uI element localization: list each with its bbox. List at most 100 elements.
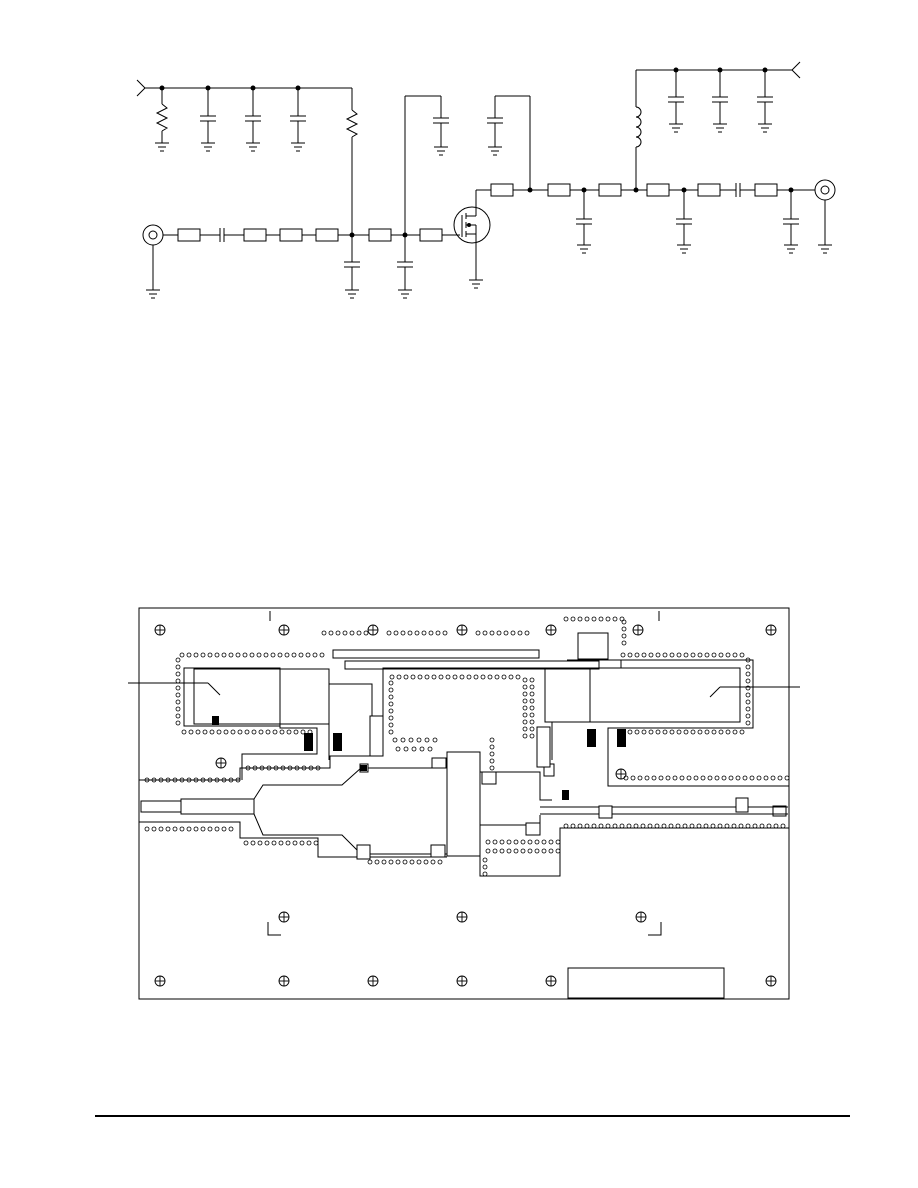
via-hole [489, 744, 495, 750]
via-hole [714, 775, 720, 781]
via-hole [529, 684, 535, 690]
via-hole [506, 839, 512, 845]
via-hole [416, 737, 422, 743]
via-hole [200, 777, 206, 783]
via-hole [363, 630, 369, 636]
via-hole [510, 630, 516, 636]
via-hole [725, 652, 731, 658]
via-hole [517, 630, 523, 636]
via-hole [473, 674, 479, 680]
mounting-hole-icon [278, 975, 290, 987]
via-hole [393, 630, 399, 636]
via-hole [637, 775, 643, 781]
via-hole [711, 729, 717, 735]
via-hole [626, 823, 632, 829]
via-hole [527, 839, 533, 845]
via-hole [621, 626, 627, 632]
via-hole [388, 715, 394, 721]
via-hole [732, 652, 738, 658]
via-hole [250, 840, 256, 846]
via-hole [633, 823, 639, 829]
via-hole [408, 737, 414, 743]
via-hole [627, 652, 633, 658]
output-coax-connector-icon [814, 179, 836, 254]
via-hole [263, 652, 269, 658]
via-hole [237, 729, 243, 735]
input-coax-line [140, 798, 255, 815]
via-hole [175, 685, 181, 691]
via-hole [634, 652, 640, 658]
stub-capacitor-network [404, 95, 531, 235]
via-hole [529, 719, 535, 725]
via-hole [235, 777, 241, 783]
via-hole [480, 674, 486, 680]
via-hole [570, 823, 576, 829]
via-hole [563, 823, 569, 829]
via-hole [245, 765, 251, 771]
board-label-box [567, 967, 725, 999]
via-hole [485, 839, 491, 845]
via-hole [242, 652, 248, 658]
via-hole [541, 839, 547, 845]
via-hole [724, 823, 730, 829]
via-hole [432, 737, 438, 743]
via-hole [693, 775, 699, 781]
via-hole [640, 823, 646, 829]
via-hole [424, 737, 430, 743]
via-hole [249, 652, 255, 658]
mounting-hole-icon [456, 911, 468, 923]
via-hole [577, 616, 583, 622]
via-hole [214, 826, 220, 832]
via-hole [655, 729, 661, 735]
via-hole [487, 674, 493, 680]
via-hole [403, 746, 409, 752]
via-hole [686, 775, 692, 781]
via-hole [417, 674, 423, 680]
via-hole [647, 823, 653, 829]
mounting-hole-icon [278, 911, 290, 923]
via-hole [186, 826, 192, 832]
via-hole [179, 652, 185, 658]
via-hole [745, 706, 751, 712]
via-hole [307, 729, 313, 735]
via-hole [707, 775, 713, 781]
via-hole [207, 652, 213, 658]
via-hole [522, 705, 528, 711]
via-hole [202, 729, 208, 735]
via-hole [492, 848, 498, 854]
via-hole [683, 652, 689, 658]
via-hole [407, 630, 413, 636]
via-hole [416, 859, 422, 865]
via-hole [356, 630, 362, 636]
via-hole [745, 678, 751, 684]
via-hole [489, 737, 495, 743]
via-hole [271, 840, 277, 846]
via-hole [200, 652, 206, 658]
via-hole [207, 826, 213, 832]
via-hole [321, 630, 327, 636]
via-hole [591, 823, 597, 829]
junction-dots [159, 67, 794, 238]
inductor-icon [635, 70, 642, 190]
mounting-hole-icon [154, 624, 166, 636]
via-hole [506, 848, 512, 854]
via-hole [683, 729, 689, 735]
via-hole [292, 840, 298, 846]
via-hole [445, 674, 451, 680]
via-hole [584, 616, 590, 622]
via-hole [193, 652, 199, 658]
mounting-hole-icon [545, 624, 557, 636]
via-hole [175, 692, 181, 698]
via-hole [280, 765, 286, 771]
via-hole [175, 678, 181, 684]
via-hole [367, 859, 373, 865]
via-hole [669, 729, 675, 735]
via-hole [499, 848, 505, 854]
via-hole [784, 775, 790, 781]
via-hole [335, 630, 341, 636]
via-hole [704, 729, 710, 735]
via-hole [700, 775, 706, 781]
via-hole [548, 848, 554, 854]
via-hole [186, 777, 192, 783]
mounting-hole-icon [215, 757, 227, 769]
